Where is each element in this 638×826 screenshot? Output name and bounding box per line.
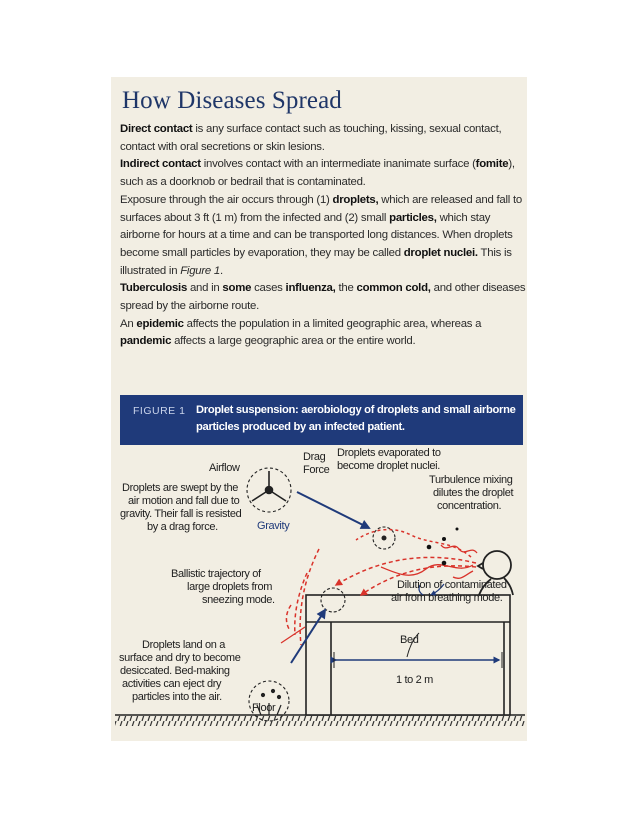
ballistic-pointer	[280, 626, 306, 644]
deposition-arrow	[290, 608, 327, 664]
label-drag-1: Drag	[303, 451, 326, 463]
text: affects the population in a limited geog…	[183, 317, 482, 330]
text: which are released and fall to surfaces …	[120, 193, 522, 224]
label-evaporated-2: become droplet nuclei.	[337, 460, 440, 472]
term-indirect-contact: Indirect contact	[120, 158, 201, 171]
label-land-4: activities can eject dry	[122, 678, 222, 690]
label-swept-2: air motion and fall due to	[128, 495, 240, 507]
droplet-nucleus-circle	[372, 526, 396, 550]
label-bed: Bed	[400, 634, 419, 646]
turbulence-pointer	[429, 583, 445, 596]
turbulence-pointer-2	[418, 584, 424, 596]
particle-ejection	[256, 688, 282, 716]
airflow-vectors	[251, 471, 287, 502]
text: cases	[251, 282, 286, 295]
text: is any surface contact such as touching,…	[120, 123, 502, 153]
label-turbulence-1: Turbulence mixing	[429, 474, 513, 486]
droplet-trajectories	[285, 528, 478, 646]
label-ballistic-3: sneezing mode.	[202, 594, 275, 606]
label-land-5: particles into the air.	[132, 691, 222, 703]
label-drag-2: Force	[303, 464, 330, 476]
label-swept-1: Droplets are swept by the	[122, 482, 238, 494]
airflow-circle	[246, 467, 292, 513]
label-floor: Floor	[252, 702, 276, 714]
text: ), such as a doorknob or bedrail that is…	[120, 158, 515, 189]
label-ballistic-2: large droplets from	[187, 581, 272, 593]
label-evaporated-1: Droplets evaporated to	[337, 447, 441, 459]
floor-hatching	[115, 716, 525, 726]
label-land-3: desiccated. Bed-making	[120, 665, 230, 677]
term-pandemic: pandemic	[120, 335, 172, 348]
droplet-diagram: Airflow Drag Force Gravity Droplets evap…	[115, 447, 525, 726]
page-title: How Diseases Spread	[122, 87, 342, 114]
ejection-circle	[248, 680, 290, 722]
term-direct-contact: Direct contact	[120, 123, 193, 135]
label-swept-3: gravity. Their fall is resisted	[120, 508, 242, 520]
deposition-circle	[320, 587, 346, 613]
article-panel: How Diseases Spread Direct contact is an…	[111, 77, 527, 741]
term-influenza: influenza,	[285, 282, 336, 295]
text: the	[335, 282, 357, 295]
label-ballistic-1: Ballistic trajectory of	[171, 568, 262, 580]
label-dilution-2: air from breathing mode.	[391, 592, 503, 604]
figure-caption: Droplet suspension: aerobiology of dropl…	[196, 404, 516, 433]
paragraph-airborne: Exposure through the air occurs through …	[120, 192, 526, 281]
term-common-cold: common cold,	[356, 282, 431, 295]
droplets	[426, 527, 459, 566]
text: involves contact with an intermediate in…	[200, 158, 476, 171]
figure-reference: Figure 1	[180, 264, 220, 277]
term-tuberculosis: Tuberculosis	[120, 282, 188, 295]
label-land-2: surface and dry to become	[119, 652, 241, 664]
patient-figure	[476, 550, 514, 596]
text: and in	[187, 282, 223, 295]
text: Exposure through the air occurs through …	[120, 193, 333, 206]
figure-label: FIGURE 1	[133, 405, 186, 417]
label-land-1: Droplets land on a	[142, 639, 226, 651]
paragraph-direct-contact: Direct contact is any surface contact su…	[120, 121, 526, 156]
paragraph-epidemic: An epidemic affects the population in a …	[120, 316, 526, 351]
term-some: some	[222, 282, 252, 295]
term-particles: particles,	[389, 211, 437, 224]
term-droplets: droplets,	[332, 193, 379, 206]
text: affects a large geographic area or the e…	[171, 335, 416, 348]
text: .	[220, 264, 223, 277]
paragraph-indirect-contact: Indirect contact involves contact with a…	[120, 156, 526, 191]
label-dilution-1: Dilution of contaminated	[397, 579, 507, 591]
paragraph-airborne-diseases: Tuberculosis and in some cases influenza…	[120, 280, 526, 315]
label-distance: 1 to 2 m	[396, 674, 433, 686]
text: and other diseases spread by the airborn…	[120, 282, 526, 313]
label-airflow: Airflow	[209, 462, 240, 474]
label-swept-4: by a drag force.	[147, 521, 218, 533]
drag-force-arrow	[296, 491, 371, 529]
text: which stay airborne for hours at a time …	[120, 211, 513, 259]
term-droplet-nuclei: droplet nuclei.	[403, 246, 478, 259]
label-turbulence-2: dilutes the droplet	[433, 487, 513, 499]
figure-caption-bar: FIGURE 1 Droplet suspension: aerobiology…	[120, 395, 523, 445]
droplet-nucleus	[381, 535, 387, 541]
article-body: Direct contact is any surface contact su…	[120, 121, 526, 351]
dilution-pointer	[406, 632, 420, 658]
text: An	[120, 317, 137, 330]
label-gravity: Gravity	[257, 520, 290, 532]
term-epidemic: epidemic	[136, 317, 184, 330]
label-turbulence-3: concentration.	[437, 500, 501, 512]
text: This is illustrated in	[120, 246, 512, 277]
term-fomite: fomite	[475, 158, 509, 171]
